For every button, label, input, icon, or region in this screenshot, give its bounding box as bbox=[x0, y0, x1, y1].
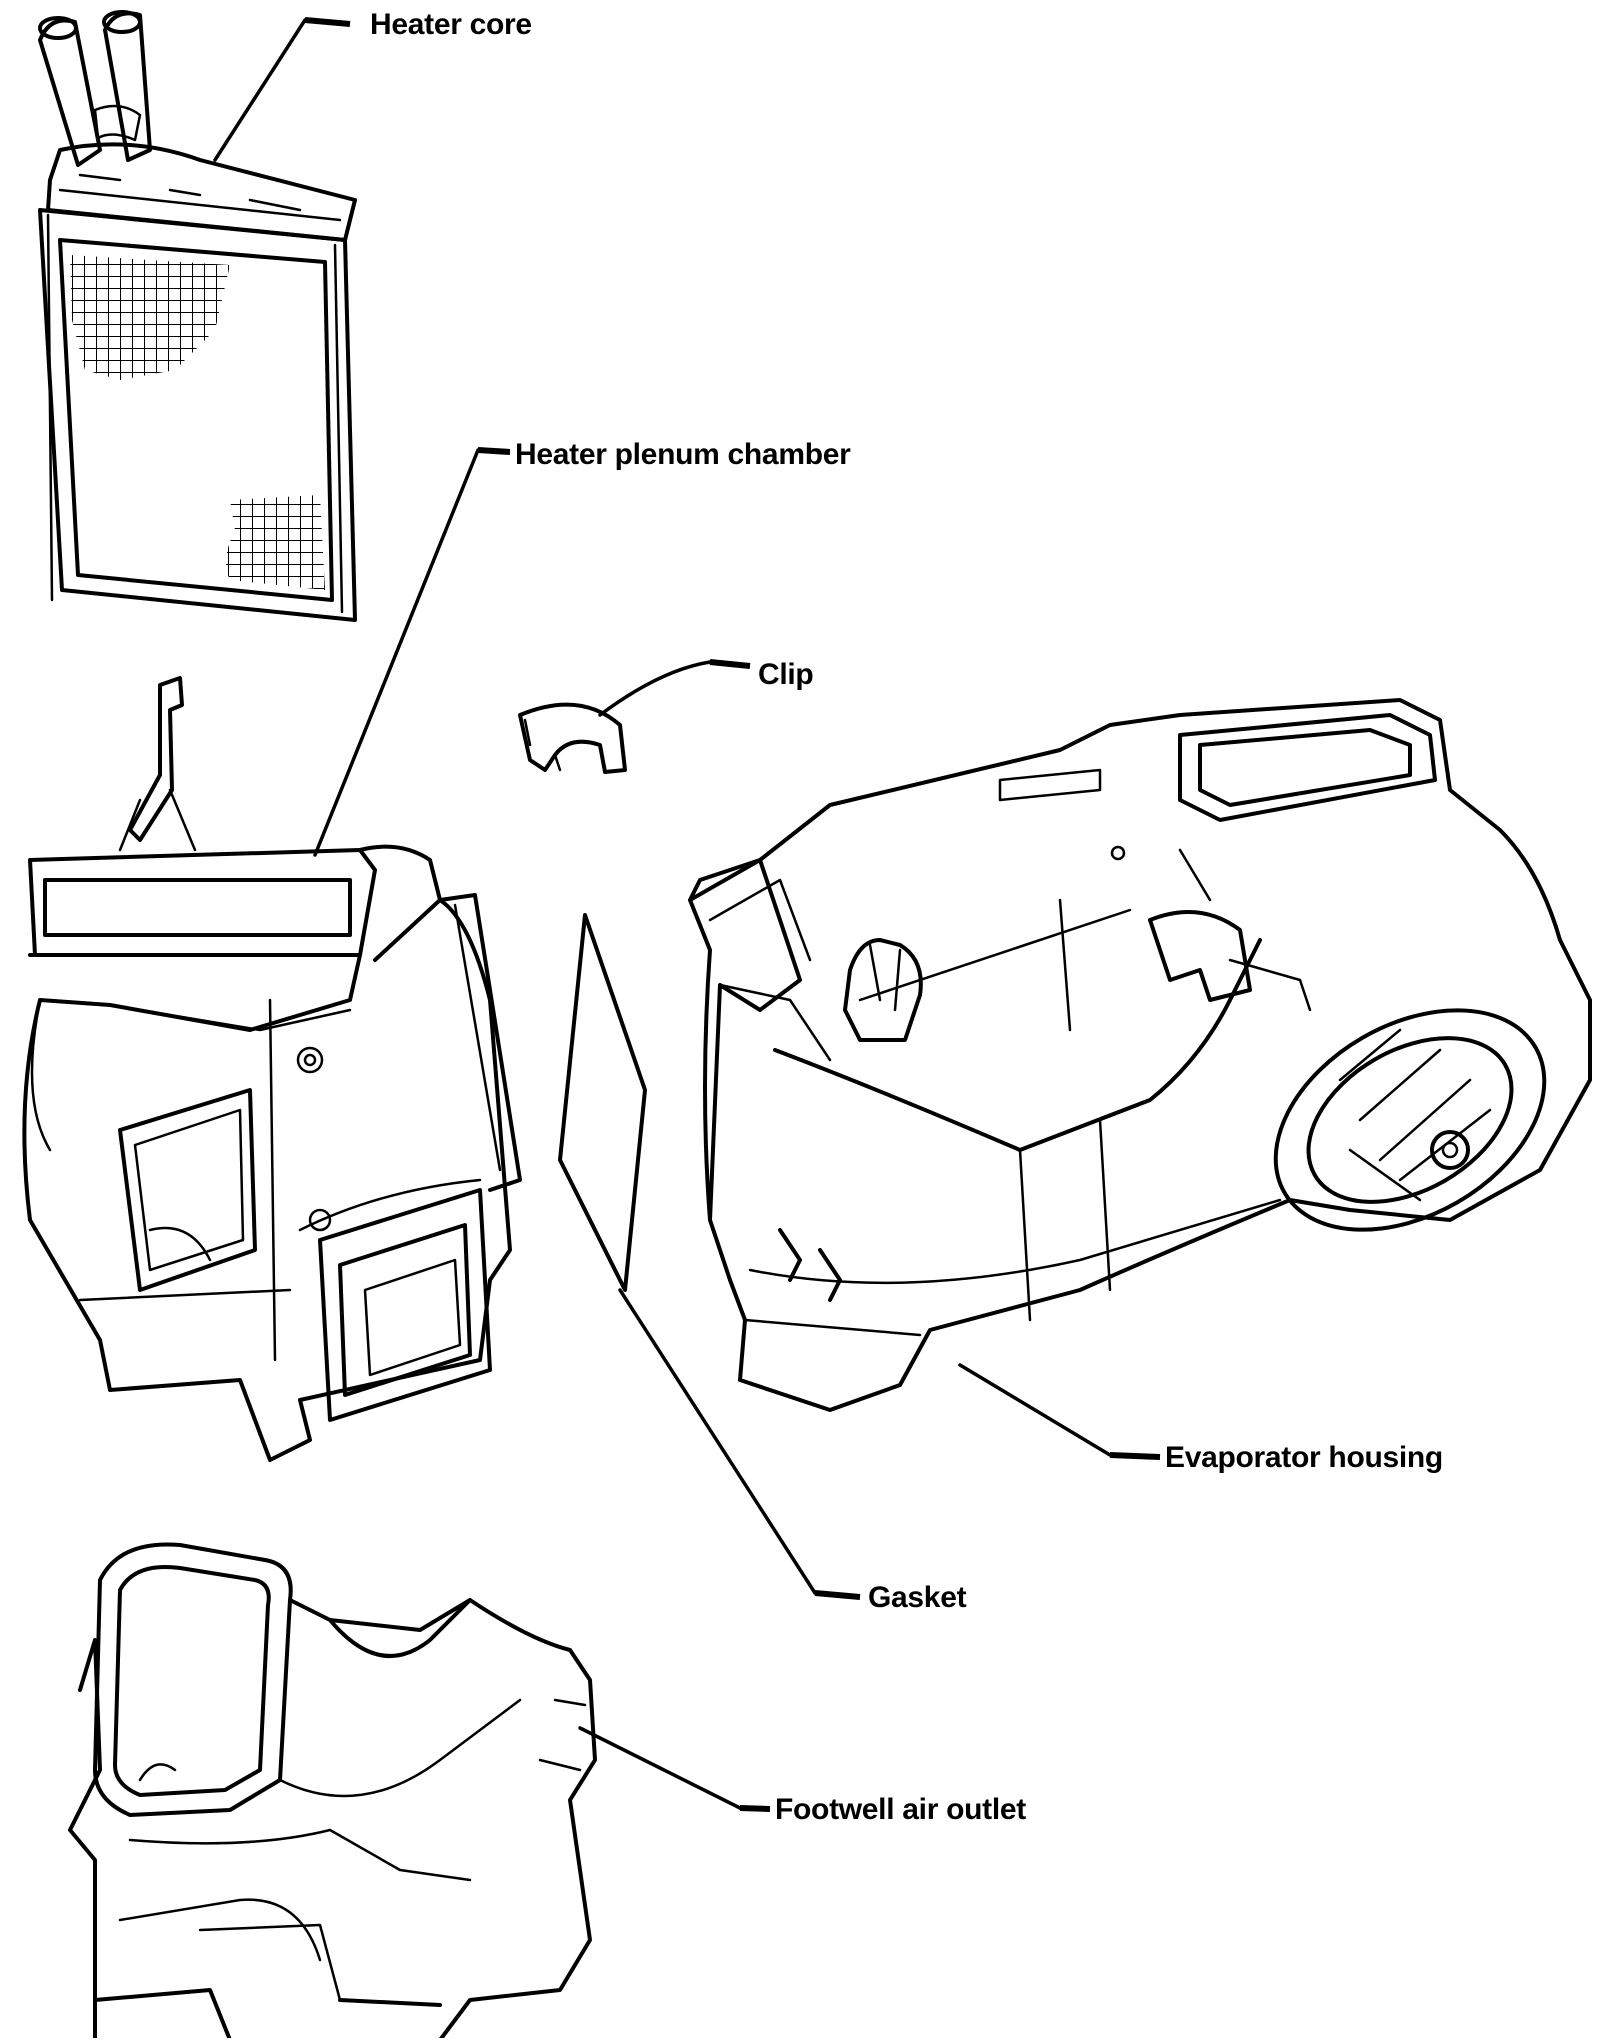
heater-plenum-chamber-part bbox=[22, 676, 522, 1462]
leader-evaporator bbox=[958, 1363, 1112, 1457]
label-evaporator-housing: Evaporator housing bbox=[1165, 1441, 1443, 1474]
label-heater-core: Heater core bbox=[370, 8, 532, 41]
leader-clip bbox=[598, 660, 712, 717]
label-footwell-air-outlet: Footwell air outlet bbox=[775, 1793, 1026, 1826]
leader-footwell bbox=[578, 1726, 742, 1810]
label-gasket: Gasket bbox=[868, 1581, 967, 1614]
leader-heater-core bbox=[213, 18, 307, 162]
leader-lines bbox=[213, 17, 1161, 1812]
label-heater-plenum-chamber: Heater plenum chamber bbox=[515, 438, 851, 471]
clip-part bbox=[518, 702, 627, 774]
label-clip: Clip bbox=[758, 658, 814, 691]
leader-plenum bbox=[313, 448, 480, 857]
gasket-part bbox=[558, 913, 647, 1292]
footwell-air-outlet-part bbox=[68, 1542, 597, 2042]
heater-core-part bbox=[38, 10, 357, 622]
evaporator-housing-part bbox=[688, 698, 1592, 1412]
leader-gasket bbox=[618, 1288, 817, 1595]
